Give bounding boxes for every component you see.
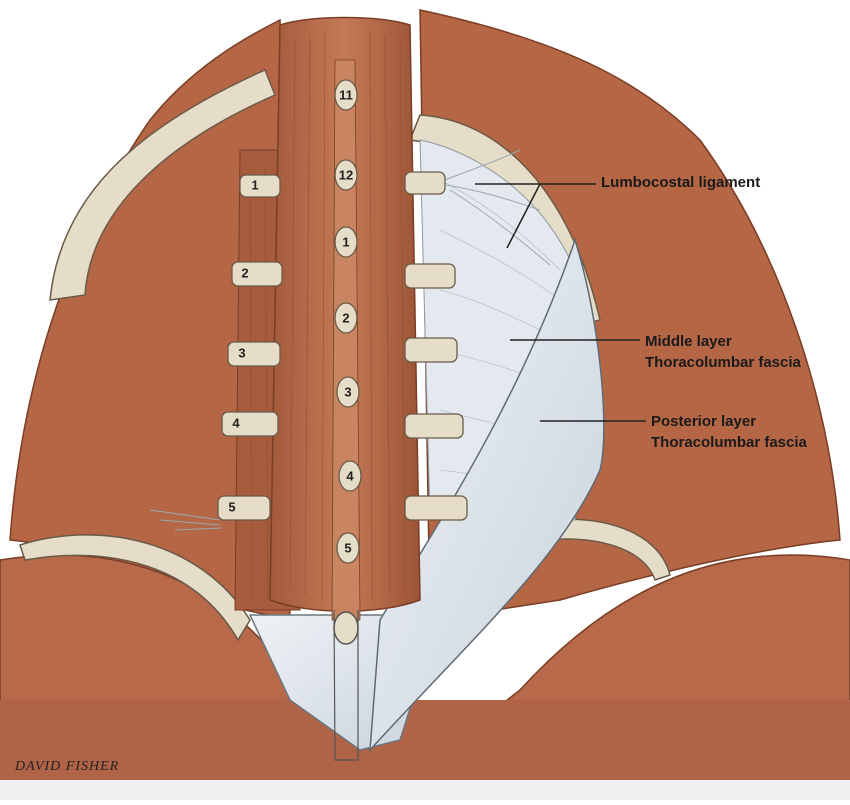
label-middle-layer-line2: Thoracolumbar fascia [645, 354, 801, 371]
bottom-bar [0, 780, 850, 800]
transverse-process-label-2: 2 [241, 265, 248, 280]
vertebra-body [336, 532, 360, 564]
label-lumbocostal-text: Lumbocostal ligament [601, 174, 761, 191]
artist-signature: DAVID FISHER [14, 759, 119, 774]
transverse-processes-left [217, 174, 283, 521]
label-lumbocostal-ligament: Lumbocostal ligament [601, 172, 760, 193]
vertebra-4: 4 [338, 460, 362, 492]
transverse-process-label-1: 1 [251, 177, 258, 192]
label-posterior-layer-line2: Thoracolumbar fascia [651, 434, 807, 451]
vertebra-11: 11 [334, 79, 358, 111]
iliac-crest-right [544, 518, 671, 581]
posterior-layer-fascia [369, 237, 605, 753]
transverse-process-label-5: 5 [228, 499, 235, 514]
vertebra-body [334, 79, 358, 111]
vertebra-2: 2 [334, 302, 358, 334]
transverse-process-label-3: 3 [238, 345, 245, 360]
vertebra-5: 5 [336, 532, 360, 564]
label-middle-layer: Middle layer Thoracolumbar fascia [645, 331, 801, 373]
vertebra-body [336, 376, 360, 408]
gluteal-lower-fill [0, 700, 850, 780]
transverse-process-label-4: 4 [232, 415, 240, 430]
label-posterior-layer: Posterior layer Thoracolumbar fascia [651, 411, 807, 453]
label-middle-layer-line1: Middle layer [645, 333, 732, 350]
vertebra-body [334, 226, 358, 258]
vertebra-label: 11 [339, 87, 353, 102]
sacral-ligament-strands [149, 509, 223, 531]
vertebra-label: 5 [344, 540, 351, 555]
vertebra-12: 12 [334, 159, 358, 191]
vertebra-3: 3 [336, 376, 360, 408]
label-posterior-layer-line1: Posterior layer [651, 413, 757, 430]
vertebra-body [334, 159, 358, 191]
vertebra-label: 4 [346, 468, 354, 483]
lumbocostal-strands [444, 149, 551, 266]
vertebra-label: 12 [339, 167, 353, 182]
transverse-process-labels: 1 2 3 4 5 [228, 177, 258, 514]
vertebra-label: 3 [344, 384, 351, 399]
transverse-processes-right [404, 171, 468, 521]
vertebra-label: 2 [342, 310, 349, 325]
rib-left-upper [49, 68, 276, 301]
leader-lines [475, 183, 646, 422]
vertebra-1: 1 [334, 226, 358, 258]
vertebra-body [334, 302, 358, 334]
vertebra-label: 1 [342, 234, 349, 249]
vertebra-body [338, 460, 362, 492]
leader-lumbocostal-branch [506, 183, 541, 249]
median-sacral-crest [333, 609, 359, 761]
muscle-striations [249, 29, 406, 601]
iliac-crest-left [19, 534, 251, 642]
sacral-opening [333, 611, 359, 645]
